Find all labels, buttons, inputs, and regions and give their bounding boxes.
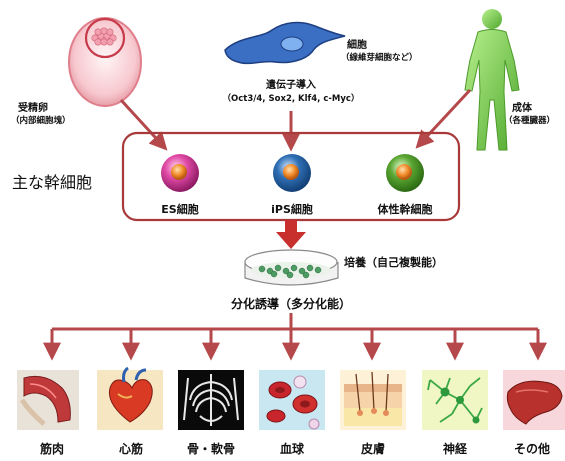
target-label-muscle: 筋肉 bbox=[39, 442, 64, 456]
source-cell-sublabel: （線維芽細胞など） bbox=[341, 53, 418, 63]
arrow-to-culture bbox=[276, 220, 306, 249]
somatic-stem-cell-icon bbox=[386, 154, 424, 192]
arrow-adult-to-somatic bbox=[415, 88, 472, 149]
target-label-other: その他 bbox=[513, 442, 550, 456]
target-label-cardiac: 心筋 bbox=[118, 442, 143, 456]
source-adult-label: 成体 bbox=[512, 103, 532, 114]
source-cell-label: 細胞 bbox=[347, 40, 367, 51]
culture-label: 培養（自己複製能） bbox=[344, 256, 443, 269]
target-label-nerve: 神経 bbox=[442, 442, 467, 456]
arrow-egg-to-es bbox=[119, 98, 168, 151]
somatic-stem-cell-label: 体性幹細胞 bbox=[377, 203, 433, 216]
muscle-icon bbox=[17, 370, 79, 430]
main-stem-cells-title: 主な幹細胞 bbox=[12, 173, 93, 192]
target-label-blood: 血球 bbox=[279, 442, 304, 456]
target-label-skin: 皮膚 bbox=[360, 442, 385, 456]
es-cell-icon bbox=[161, 154, 199, 192]
source-egg-label: 受精卵 bbox=[18, 103, 48, 114]
target-label-bone: 骨・軟骨 bbox=[186, 442, 235, 456]
ips-cell-label: iPS細胞 bbox=[271, 203, 313, 216]
gene-transfer-factors: （Oct3/4, Sox2, Klf4, c-Myc） bbox=[222, 94, 360, 104]
egg-icon bbox=[68, 17, 142, 107]
es-cell-label: ES細胞 bbox=[161, 203, 199, 216]
source-adult-sublabel: （各種臓器） bbox=[504, 116, 556, 126]
skin-icon bbox=[340, 370, 406, 430]
skeleton-icon bbox=[178, 370, 244, 430]
heart-icon bbox=[97, 366, 163, 430]
blood-cells-icon bbox=[259, 370, 325, 430]
differentiation-label: 分化誘導（多分化能） bbox=[230, 297, 351, 311]
petri-dish-icon bbox=[244, 249, 339, 286]
gene-transfer-label: 遺伝子導入 bbox=[266, 80, 316, 91]
ips-cell-icon bbox=[273, 154, 311, 192]
fibroblast-cell-icon bbox=[224, 21, 346, 65]
differentiation-tree bbox=[43, 313, 547, 361]
neuron-icon bbox=[422, 370, 488, 430]
source-egg-sublabel: （内部細胞塊） bbox=[11, 116, 71, 126]
human-body-icon bbox=[464, 9, 520, 151]
liver-icon bbox=[503, 370, 565, 430]
